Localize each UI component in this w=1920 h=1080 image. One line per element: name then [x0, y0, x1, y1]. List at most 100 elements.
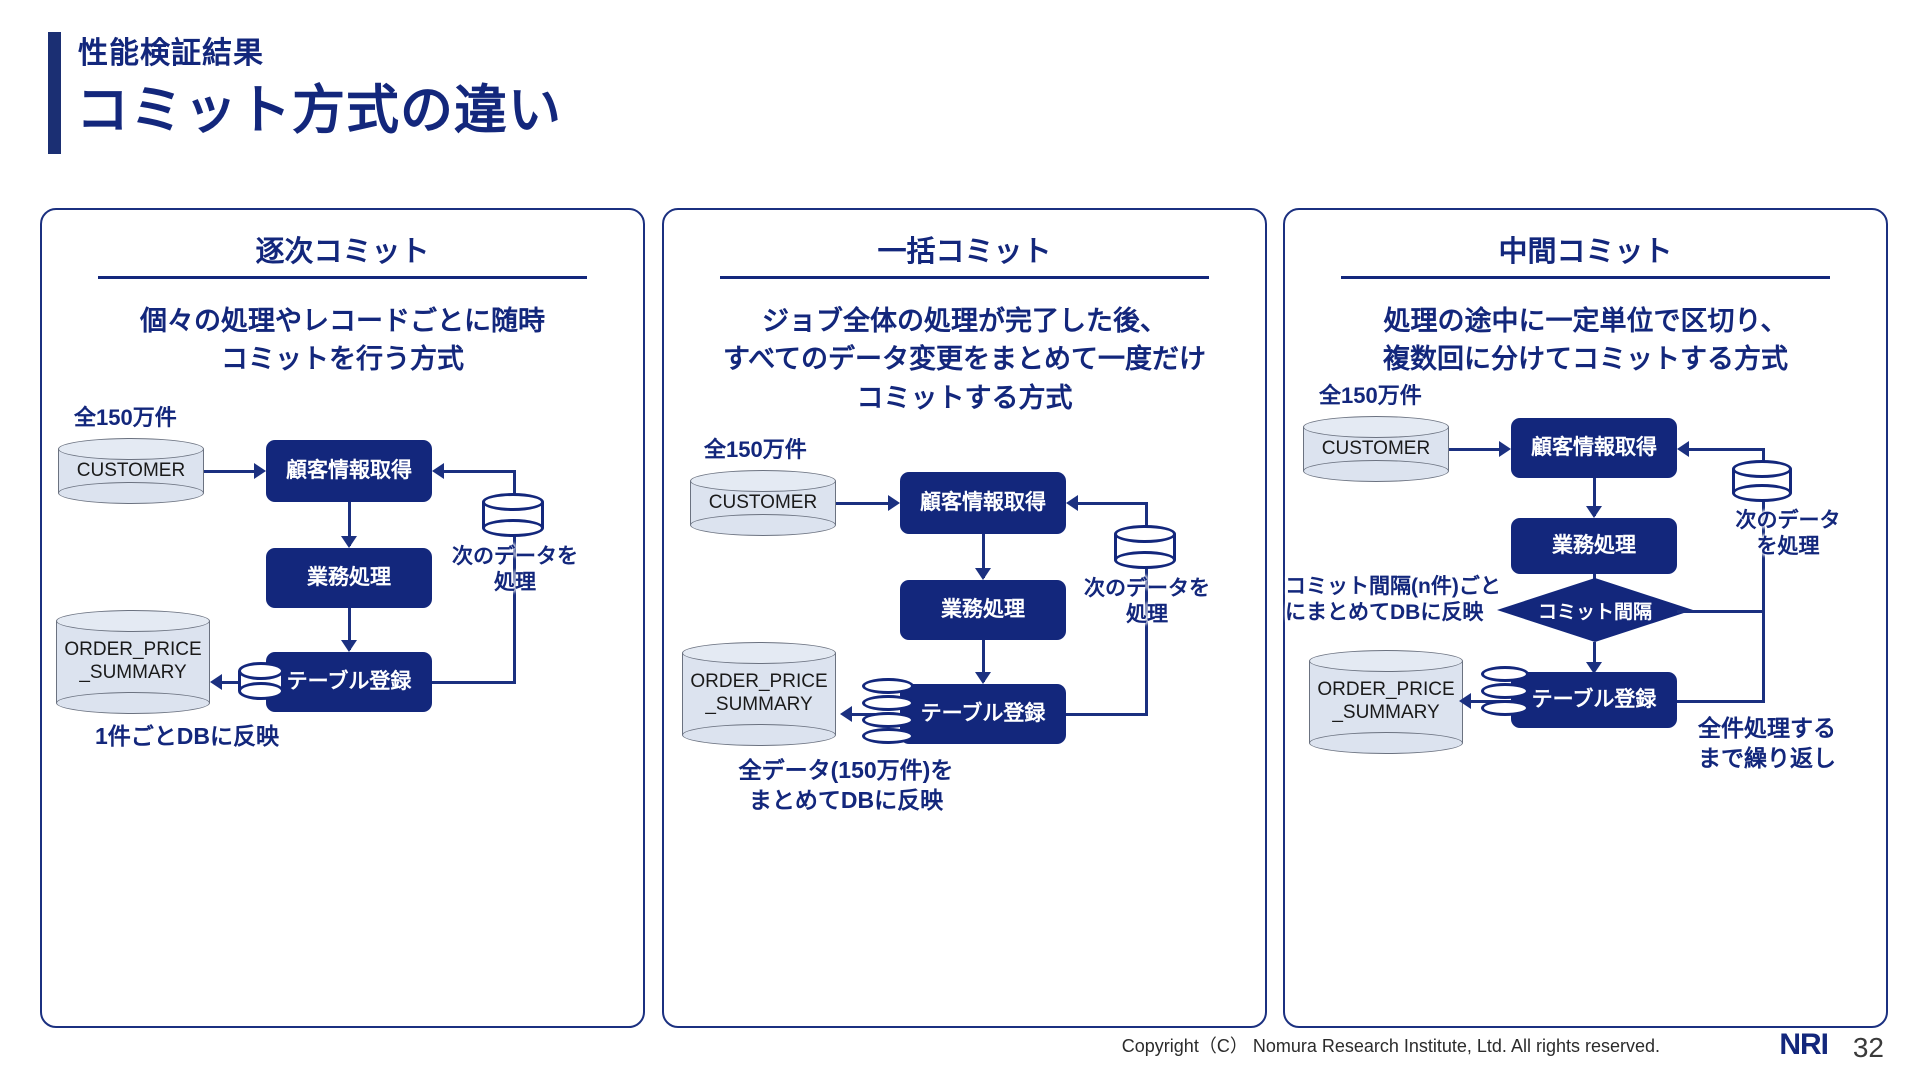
disc-bottom: [1114, 551, 1176, 569]
panel-caption: 1件ごとDBに反映: [94, 723, 279, 749]
cylinder-bottom: [682, 724, 836, 746]
arrowhead-step3-to-target: [840, 706, 852, 722]
connector-step1-to-step2: [982, 534, 985, 578]
flow-diagram-batch: 全150万件 CUSTOMER 顧客情報取得 業務処理 テーブル登録: [664, 210, 1265, 1026]
arrowhead-step1-to-step2: [975, 568, 991, 580]
process-box-step2: 業務処理: [900, 580, 1066, 640]
disc-top: [238, 662, 284, 680]
cylinder-customer: CUSTOMER: [690, 470, 836, 536]
panel-caption: 全件処理する まで繰り返し: [1698, 715, 1836, 771]
arrowhead-decision-to-step3: [1586, 662, 1602, 674]
connector-step2-to-step3: [348, 608, 351, 650]
process-box-step2: 業務処理: [1511, 518, 1677, 574]
cylinder-bottom: [58, 482, 204, 504]
loop-note-label: 次のデータを 処理: [1084, 577, 1210, 627]
loop-line-vertical: [1145, 502, 1148, 713]
connector-step1-to-step2: [1593, 478, 1596, 516]
page-number: 32: [1852, 1032, 1884, 1063]
cylinder-order-price-summary: ORDER_PRICE _SUMMARY: [1309, 650, 1463, 754]
connector-source-to-step1: [836, 502, 890, 505]
stack-disc-3: [1481, 700, 1529, 716]
arrowhead-source-to-step1: [254, 463, 266, 479]
cylinder-bottom: [1303, 460, 1449, 482]
connector-decision-to-step3: [1593, 642, 1596, 668]
cylinder-body: [682, 653, 836, 735]
flow-diagram-sequential: 全150万件 CUSTOMER 顧客情報取得 業務処理 テーブル登録: [42, 210, 643, 1026]
arrowhead-step1-to-step2: [341, 536, 357, 548]
repeat-loop-horizontal: [1677, 700, 1765, 703]
disc-top: [482, 493, 544, 511]
cylinder-label: ORDER_PRICE _SUMMARY: [1317, 679, 1455, 723]
loop-line-bottom: [432, 681, 516, 684]
panel-title: 逐次コミット: [255, 236, 430, 268]
stack-disc-1: [862, 678, 914, 694]
arrowhead-step3-to-target: [1459, 693, 1471, 709]
loop-line-top: [1074, 502, 1147, 505]
panel-intermediate-commit: 中間コミット 処理の途中に一定単位で区切り、 複数回に分けてコミットする方式 全…: [1283, 208, 1888, 1028]
cylinder-bottom: [56, 692, 210, 714]
panel-description: 個々の処理やレコードごとに随時 コミットを行う方式: [140, 306, 545, 375]
cylinder-order-price-summary: ORDER_PRICE _SUMMARY: [56, 610, 210, 714]
loop-line-vertical: [513, 470, 516, 683]
cylinder-label: ORDER_PRICE _SUMMARY: [64, 639, 202, 683]
loop-line-bottom: [1677, 610, 1765, 613]
process-box-step3: テーブル登録: [266, 652, 432, 712]
cylinder-bottom: [690, 514, 836, 536]
arrowhead-loop-into-step1: [1677, 441, 1689, 457]
panel-title-rule: [720, 276, 1209, 279]
stack-disc-4: [862, 728, 914, 744]
cylinder-bottom: [1309, 732, 1463, 754]
nri-logo-text: NRI: [1779, 1028, 1829, 1061]
cylinder-top: [690, 470, 836, 492]
stack-disc-3: [862, 712, 914, 728]
cylinder-label: CUSTOMER: [708, 491, 818, 513]
batch-stack-icon: [1481, 666, 1529, 716]
process-box-step1: 顧客情報取得: [1511, 418, 1677, 478]
panel-title: 一括コミット: [877, 236, 1052, 268]
source-count-label: 全150万件: [704, 437, 807, 462]
connector-source-to-step1: [204, 470, 256, 473]
slide-header: 性能検証結果 コミット方式の違い: [48, 28, 848, 154]
source-count-label: 全150万件: [74, 405, 177, 430]
arrowhead-loop-into-step1: [1066, 495, 1078, 511]
process-box-step2: 業務処理: [266, 548, 432, 608]
panel-caption: 全データ(150万件)を まとめてDBに反映: [738, 757, 954, 813]
loop-disc-icon: [1732, 460, 1792, 502]
batch-stack-icon: [862, 678, 914, 744]
repeat-loop-vertical: [1762, 610, 1765, 700]
process-box-step3: テーブル登録: [1511, 672, 1677, 728]
panel-description: ジョブ全体の処理が完了した後、 すべてのデータ変更をまとめて一度だけ コミットす…: [722, 306, 1207, 413]
panel-title: 中間コミット: [1498, 236, 1673, 268]
process-box-step1: 顧客情報取得: [900, 472, 1066, 534]
arrowhead-source-to-step1: [888, 495, 900, 511]
stack-disc-2: [1481, 683, 1529, 699]
arrowhead-step2-to-step3: [975, 672, 991, 684]
cylinder-top: [1309, 650, 1463, 672]
copyright-text: Copyright（C） Nomura Research Institute, …: [1121, 1036, 1660, 1056]
source-count-label: 全150万件: [1319, 383, 1422, 408]
loop-line-bottom: [1066, 713, 1148, 716]
cylinder-customer: CUSTOMER: [1303, 416, 1449, 482]
panel-sequential-commit: 逐次コミット 個々の処理やレコードごとに随時 コミットを行う方式 全150万件 …: [40, 208, 645, 1028]
arrowhead-step1-to-step2: [1586, 506, 1602, 518]
nri-logo: NRI: [1779, 1028, 1829, 1062]
arrowhead-step2-to-step3: [341, 640, 357, 652]
loop-note-label: 次のデータを 処理: [452, 545, 578, 595]
connector-step1-to-step2: [348, 502, 351, 546]
loop-line-top: [1685, 448, 1764, 451]
connector-step2-to-step3: [982, 640, 985, 682]
panel-batch-commit: 一括コミット ジョブ全体の処理が完了した後、 すべてのデータ変更をまとめて一度だ…: [662, 208, 1267, 1028]
disc-bottom: [238, 682, 284, 700]
disc-top: [1732, 460, 1792, 478]
process-box-step1: 顧客情報取得: [266, 440, 432, 502]
disc-bottom: [482, 519, 544, 537]
cylinder-label: CUSTOMER: [1321, 437, 1431, 459]
process-box-step3: テーブル登録: [900, 684, 1066, 744]
cylinder-customer: CUSTOMER: [58, 438, 204, 504]
panel-title-rule: [1341, 276, 1830, 279]
arrowhead-loop-into-step1: [432, 463, 444, 479]
connector-source-to-step1: [1449, 448, 1501, 451]
arrowhead-source-to-step1: [1499, 441, 1511, 457]
cylinder-body: [1309, 661, 1463, 743]
